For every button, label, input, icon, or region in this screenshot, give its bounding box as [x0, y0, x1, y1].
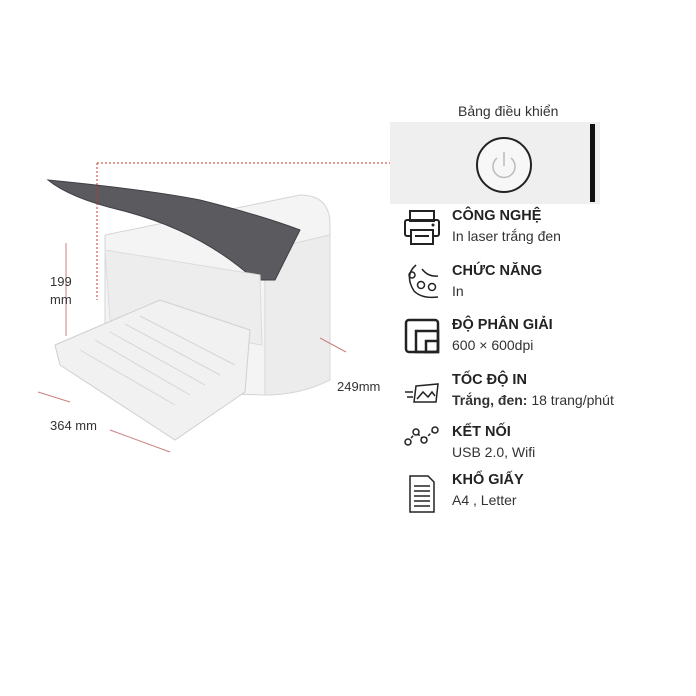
spec-paper-size: KHỔ GIẤY A4 , Letter	[404, 472, 664, 516]
spec-connection: KẾT NỐI USB 2.0, Wifi	[404, 424, 664, 468]
depth-dimension-line	[319, 337, 347, 353]
spec-title: CÔNG NGHỆ	[452, 208, 542, 224]
spec-value-label: Trắng, đen:	[452, 392, 528, 408]
spec-title: KHỔ GIẤY	[452, 472, 524, 488]
printer-top-cover	[46, 179, 301, 281]
spec-value: Trắng, đen: 18 trang/phút	[452, 392, 614, 408]
spec-title: KẾT NỐI	[452, 424, 511, 440]
spec-print-speed: TỐC ĐỘ IN Trắng, đen: 18 trang/phút	[404, 372, 664, 416]
width-label: 364 mm	[50, 418, 97, 433]
spec-title: ĐỘ PHÂN GIẢI	[452, 317, 553, 333]
control-panel-title: Bảng điều khiển	[458, 103, 559, 119]
connection-icon	[404, 426, 439, 446]
power-button[interactable]	[476, 137, 532, 193]
speed-image-icon	[405, 383, 439, 403]
paper-icon	[409, 475, 435, 513]
spec-resolution: ĐỘ PHÂN GIẢI 600 × 600dpi	[404, 317, 664, 361]
spec-function: CHỨC NĂNG In	[404, 263, 664, 307]
spec-title: CHỨC NĂNG	[452, 263, 543, 279]
power-icon	[492, 152, 516, 179]
spec-value: In	[452, 283, 464, 299]
spec-value: A4 , Letter	[452, 492, 517, 508]
height-value: 199	[50, 274, 72, 289]
spec-value: USB 2.0, Wifi	[452, 444, 536, 460]
spec-value: 600 × 600dpi	[452, 337, 534, 353]
printer-side	[264, 234, 331, 396]
spec-technology: CÔNG NGHỆ In laser trắng đen	[404, 208, 664, 252]
spec-value: In laser trắng đen	[452, 228, 561, 244]
depth-label: 249mm	[337, 379, 381, 394]
panel-edge	[590, 124, 595, 202]
height-unit: mm	[50, 292, 72, 307]
gears-icon	[408, 264, 439, 299]
spec-value-text: 18 trang/phút	[527, 392, 614, 408]
width-dimension-line	[109, 429, 171, 453]
paper-tray	[54, 299, 251, 441]
control-panel	[390, 122, 600, 204]
spec-title: TỐC ĐỘ IN	[452, 372, 527, 388]
resolution-icon	[404, 318, 440, 354]
printer-icon	[404, 210, 440, 245]
